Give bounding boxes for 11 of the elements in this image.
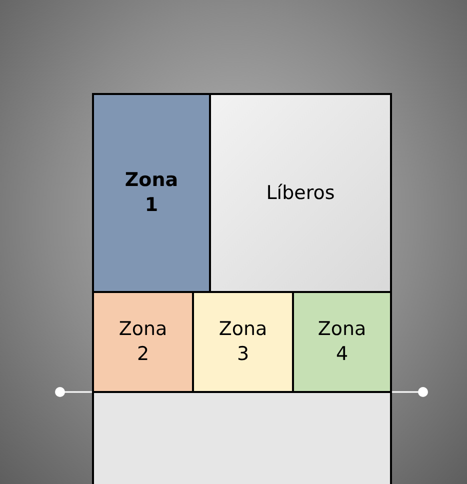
court-zone — [92, 291, 194, 393]
zone-label: Zona 3 — [218, 317, 268, 367]
zone-label: Zona 2 — [118, 317, 168, 367]
court-half — [92, 391, 392, 484]
court-zone — [92, 93, 211, 293]
zone-label: Zona 4 — [316, 317, 368, 367]
zone-label: Líberos — [266, 180, 335, 206]
court-zone — [192, 291, 294, 393]
court-zone — [292, 291, 392, 393]
libero-zone — [209, 93, 392, 293]
zone-label: Zona 1 — [124, 168, 180, 218]
